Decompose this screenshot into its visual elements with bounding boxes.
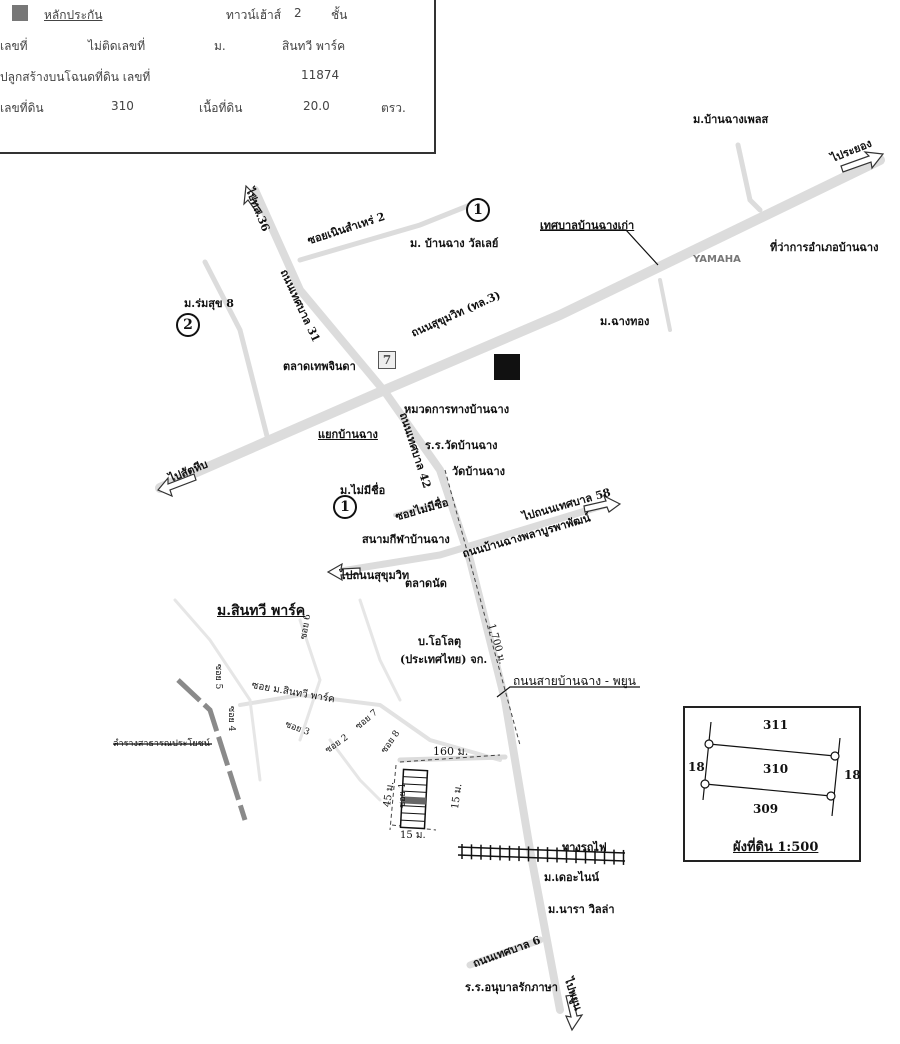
arrow-to-sukhumvit xyxy=(326,562,361,582)
road-romsuk xyxy=(202,259,271,443)
floors-value: 2 xyxy=(294,6,302,20)
townhouse-unit-divider xyxy=(403,776,428,779)
area-value: 20.0 xyxy=(303,99,330,113)
label-talad-thepchinda: ตลาดเทพจินดา xyxy=(283,360,356,373)
village-value: สินทวี พาร์ค xyxy=(282,39,346,53)
arrow-to-rayong xyxy=(840,151,885,173)
label-m-the-nine: ม.เดอะไนน์ xyxy=(544,871,600,884)
house-no-label: เลขที่ xyxy=(0,39,28,53)
property-type: ทาวน์เฮ้าส์ xyxy=(226,8,282,22)
road-soi-noen xyxy=(297,202,473,263)
label-railway: ทางรถไฟ xyxy=(562,841,607,854)
road-thesaban31 xyxy=(251,186,389,396)
land-no-value: 310 xyxy=(111,99,134,113)
plot-right-width: 18 xyxy=(844,768,861,782)
townhouse-unit-divider xyxy=(402,783,427,786)
house-no-value: ไม่ติดเลขที่ xyxy=(88,39,146,53)
land-no-label: เลขที่ดิน xyxy=(0,101,44,115)
label-public-utility: ลำรางสาธารณประโยชน์ xyxy=(113,739,210,749)
arrow-to-sattahip xyxy=(157,473,197,498)
label-wat-banchang: วัดบ้านฉาง xyxy=(452,465,506,478)
label-highway-unit: หมวดการทางบ้านฉาง xyxy=(404,403,510,416)
road-soi-maimeechue xyxy=(393,500,447,517)
pointer-lines xyxy=(113,229,659,745)
label-old-municipality: เทศบาลบ้านฉางเก่า xyxy=(540,219,635,232)
label-to-sukhumvit: ไปถนนสุขุมวิท xyxy=(340,569,410,582)
road-sinthawee-main xyxy=(238,692,502,762)
collateral-townhouse-block xyxy=(399,768,429,830)
label-m-nara-villa: ม.นารา วิลล่า xyxy=(548,903,615,916)
townhouse-unit-divider xyxy=(401,812,426,815)
yamaha-logo: YAMAHA xyxy=(693,254,741,265)
plot-parcel-lines xyxy=(700,721,841,817)
area-label: เนื้อที่ดิน xyxy=(199,101,243,115)
legend-label: หลักประกัน xyxy=(44,8,103,22)
road-banchang-place xyxy=(735,142,763,213)
road-chang-thong xyxy=(658,278,672,332)
label-soi4: ซอย 4 xyxy=(226,706,236,732)
road-thesaban42 xyxy=(381,388,564,1014)
label-road-banchang-phayoon: ถนนสายบ้านฉาง - พยูน xyxy=(513,674,636,688)
marker-1b: 1 xyxy=(333,495,357,519)
townhouse-unit-divider xyxy=(400,819,425,822)
deed-value: 11874 xyxy=(301,68,340,82)
label-m-romsuk8: ม.ร่มสุข 8 xyxy=(184,297,234,310)
seven-eleven-logo: 7 xyxy=(378,351,396,369)
label-company: บ.โอโลตุ xyxy=(418,635,462,648)
label-district-office: ที่ว่าการอำเภอบ้านฉาง xyxy=(770,241,879,254)
label-school-wat: ร.ร.วัดบ้านฉาง xyxy=(425,439,498,452)
label-soi5: ซอย 5 xyxy=(213,664,223,690)
area-unit: ตรว. xyxy=(381,101,406,115)
label-m-banchang-valley: ม. บ้านฉาง วัลเลย์ xyxy=(410,237,499,250)
label-talad-nat: ตลาดนัด xyxy=(405,577,447,590)
roads xyxy=(155,142,885,1014)
plot-north-number: 311 xyxy=(763,718,789,732)
label-company-2: (ประเทศไทย) จก. xyxy=(400,653,488,666)
collateral-unit xyxy=(401,796,427,805)
railway xyxy=(457,844,626,865)
label-m-mai-mee-chue: ม.ไม่มีชื่อ xyxy=(340,484,386,497)
label-dist-15a: 15 ม. xyxy=(400,830,426,841)
deed-label: ปลูกสร้างบนโฉนดที่ดิน เลขที่ xyxy=(0,70,151,84)
label-dist-160: 160 ม. xyxy=(433,745,469,758)
canal xyxy=(176,678,248,821)
arrow-to-phayoon xyxy=(564,994,584,1032)
arrow-to-kl36 xyxy=(243,184,263,215)
plot-scale-title: ผังที่ดิน 1:500 xyxy=(733,840,819,855)
road-soi-network xyxy=(173,598,402,802)
direction-arrows xyxy=(157,151,885,1032)
arrow-to-thesaban58 xyxy=(583,494,622,513)
village-label: ม. xyxy=(214,39,226,53)
floors-unit: ชั้น xyxy=(331,8,348,22)
label-m-chang-thong: ม.ฉางทอง xyxy=(600,315,650,328)
collateral-info-box: หลักประกัน ทาวน์เฮ้าส์ 2 ชั้น เลขที่ ไม่… xyxy=(0,0,436,154)
plot-south-number: 309 xyxy=(753,802,779,816)
label-school-anuban: ร.ร.อนุบาลรักภาษา xyxy=(465,981,558,994)
collateral-legend-swatch xyxy=(12,5,28,21)
label-stadium: สนามกีฬาบ้านฉาง xyxy=(362,533,450,546)
label-m-banchang-place: ม.บ้านฉางเพลส xyxy=(693,113,769,126)
marker-1: 1 xyxy=(466,198,490,222)
plot-diagram: 311 310 309 18 18 ผังที่ดิน 1:500 xyxy=(683,706,861,862)
plot-center-number: 310 xyxy=(763,762,789,776)
plot-left-width: 18 xyxy=(688,760,705,774)
road-thesaban6 xyxy=(466,936,544,969)
road-phala xyxy=(331,501,609,576)
bank-logo-icon xyxy=(494,354,520,380)
townhouse-unit-divider xyxy=(401,805,426,808)
label-yaek-banchang: แยกบ้านฉาง xyxy=(318,428,378,441)
marker-2: 2 xyxy=(176,313,200,337)
townhouse-unit-divider xyxy=(402,790,427,793)
sinthawee-title: ม.สินทวี พาร์ค xyxy=(217,603,306,619)
